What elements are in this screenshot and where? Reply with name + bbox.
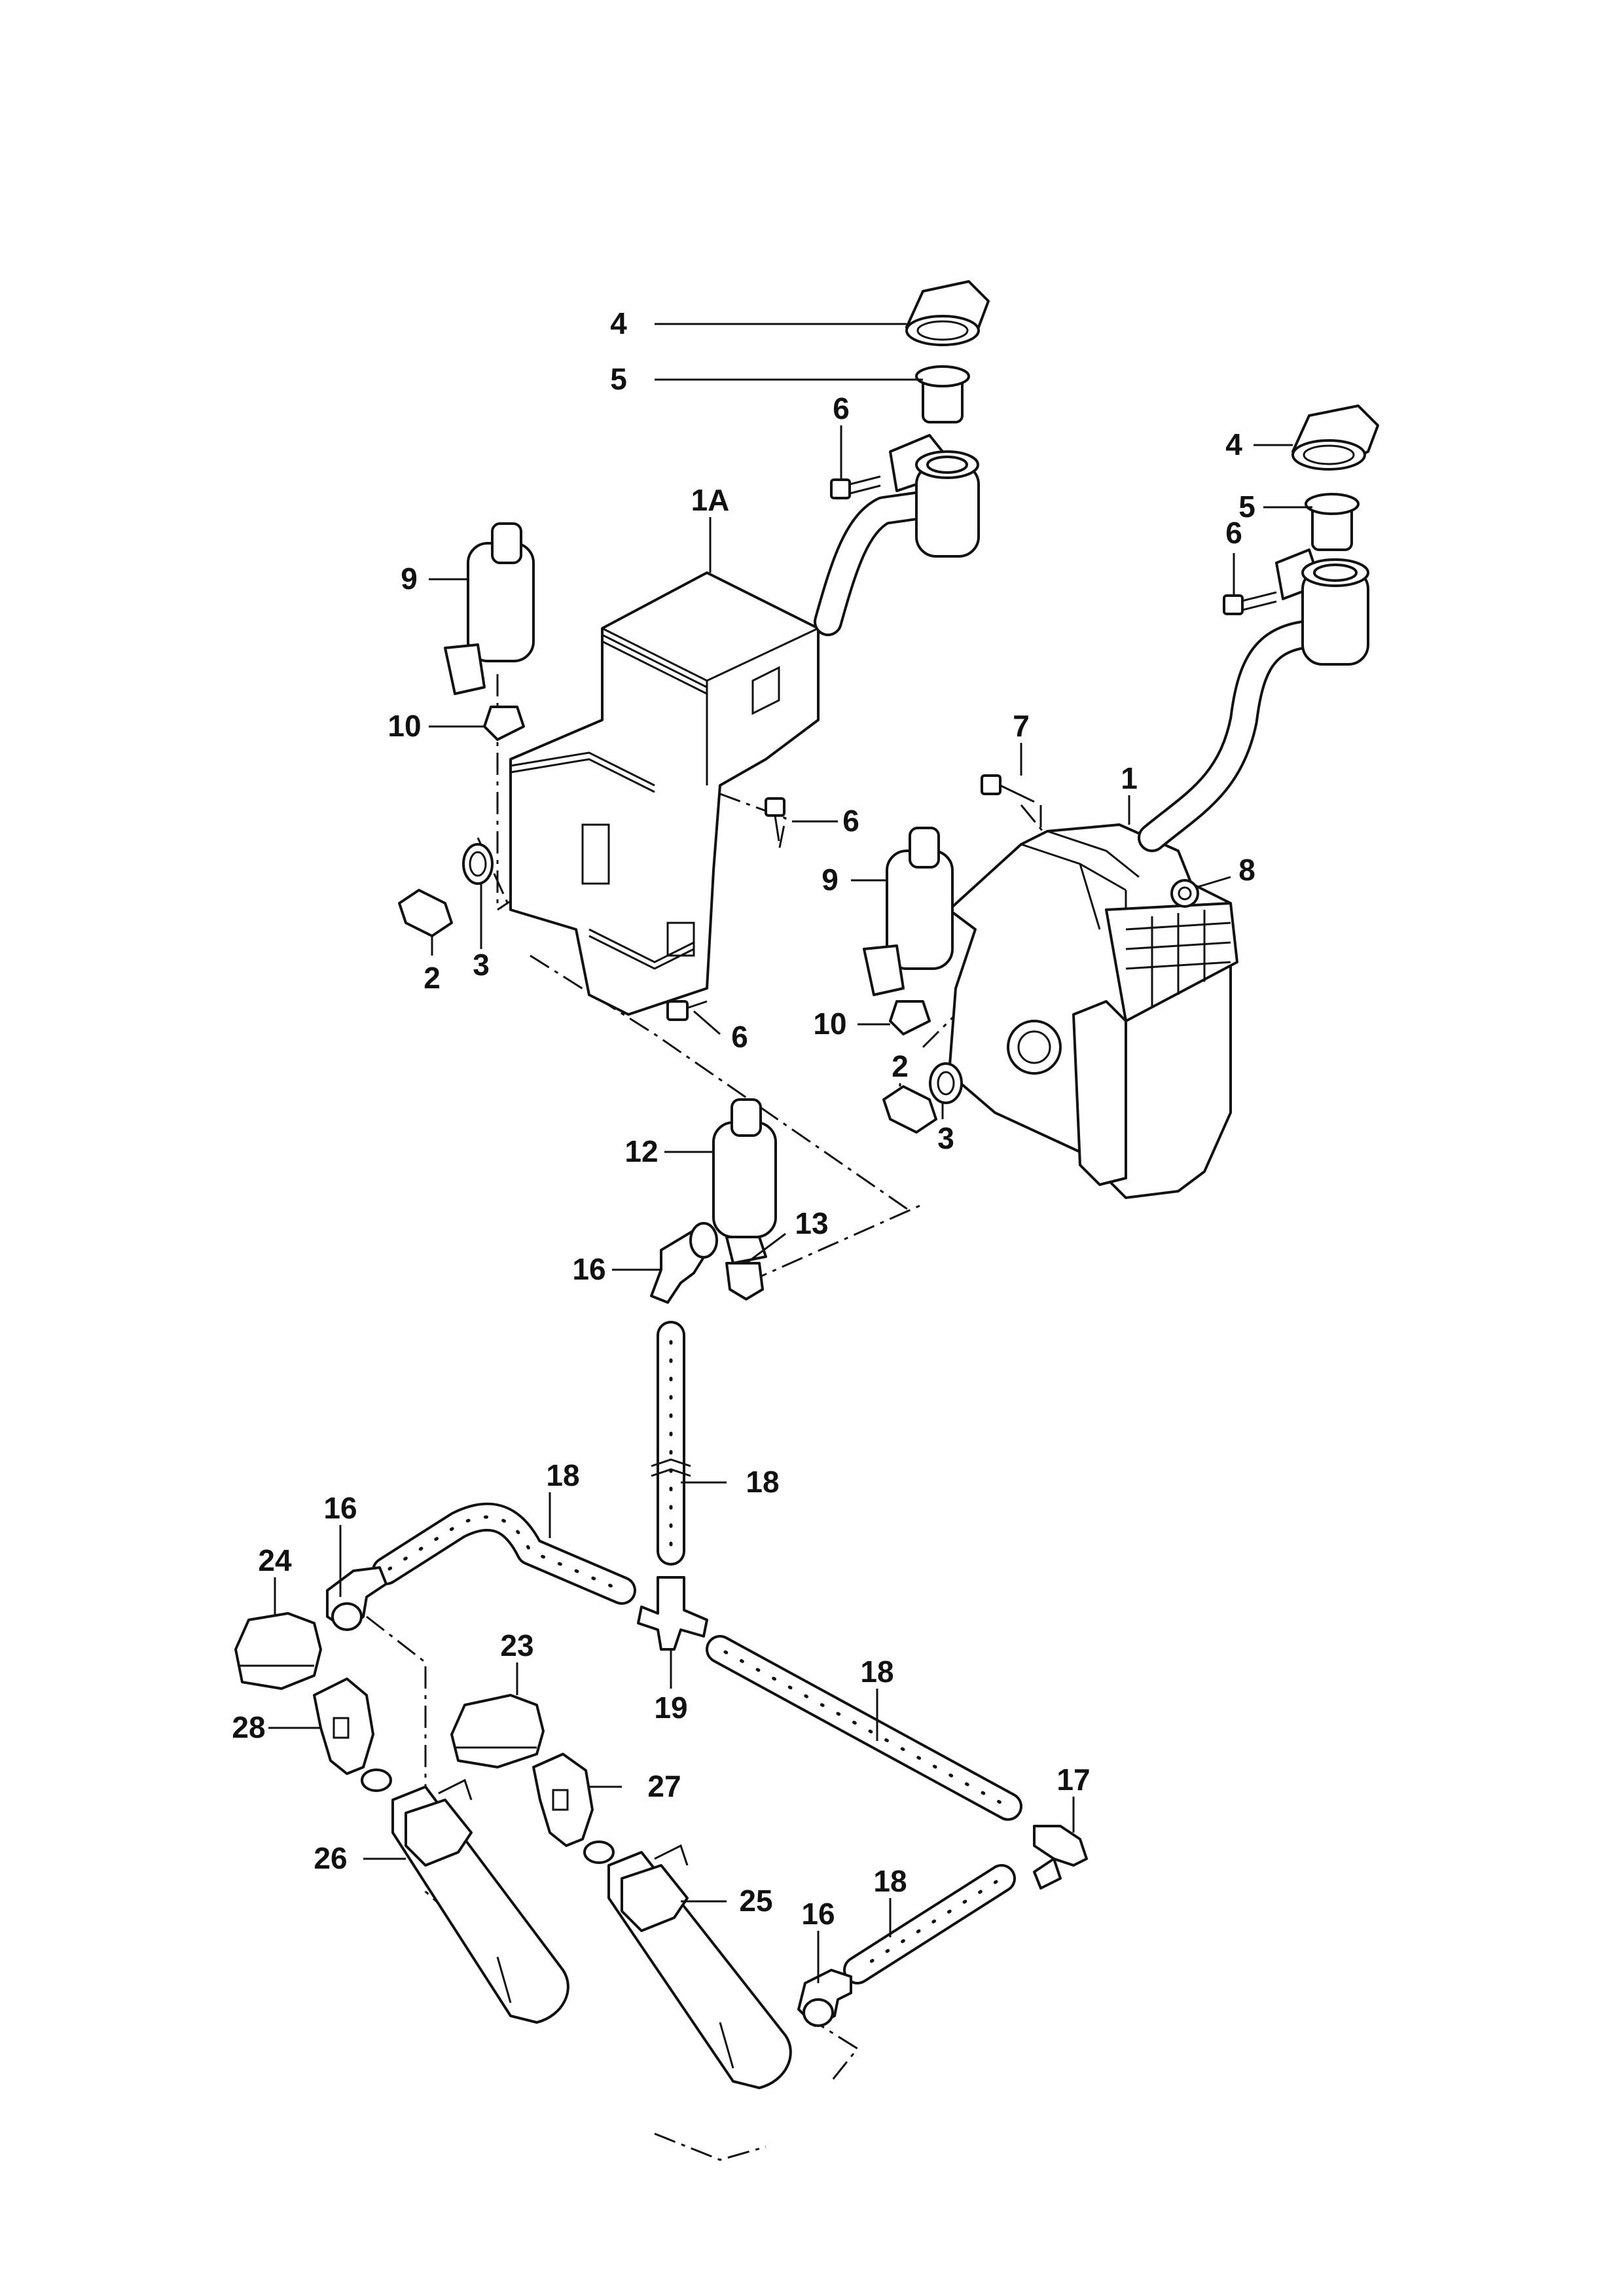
callout-3: 3 bbox=[473, 948, 490, 982]
bolt-icon bbox=[830, 475, 881, 499]
cover-cap-24 bbox=[234, 1612, 322, 1690]
seal-set-b bbox=[882, 1062, 963, 1134]
callout-16: 16 bbox=[572, 1252, 605, 1286]
callout-12: 12 bbox=[624, 1134, 658, 1168]
grommet-13 bbox=[725, 1262, 764, 1300]
nut-8 bbox=[1170, 879, 1199, 908]
bolt-7 bbox=[981, 774, 1035, 803]
washer-reservoir-1 bbox=[948, 548, 1369, 1199]
callout-4: 4 bbox=[1225, 427, 1242, 461]
elbow-16c bbox=[797, 1969, 852, 2027]
callout-18: 18 bbox=[873, 1864, 907, 1898]
callout-13: 13 bbox=[795, 1206, 828, 1240]
washer-pump-9a bbox=[444, 522, 535, 741]
hose-18-upper-left bbox=[372, 1502, 636, 1605]
callout-4: 4 bbox=[610, 306, 627, 340]
jet-27 bbox=[532, 1753, 615, 1864]
hose-18-lower-right bbox=[843, 1864, 1016, 1984]
telescopic-nozzle-26 bbox=[391, 1778, 569, 2024]
callout-7: 7 bbox=[1013, 709, 1030, 743]
cover-cap-23 bbox=[450, 1694, 545, 1768]
bolt-6b bbox=[765, 797, 785, 842]
elbow-17 bbox=[1033, 1825, 1088, 1890]
callout-24: 24 bbox=[258, 1543, 292, 1577]
callout-26: 26 bbox=[314, 1841, 347, 1875]
callout-5: 5 bbox=[610, 362, 627, 396]
seal-set-a bbox=[398, 843, 494, 937]
callout-18: 18 bbox=[746, 1465, 779, 1499]
callout-3: 3 bbox=[937, 1121, 954, 1155]
telescopic-nozzle-25 bbox=[607, 1844, 792, 2089]
jet-28 bbox=[313, 1677, 392, 1792]
hose-18-long-right bbox=[706, 1635, 1022, 1821]
filler-cap-set-a bbox=[830, 280, 990, 499]
callout-6: 6 bbox=[842, 804, 859, 838]
callout-23: 23 bbox=[500, 1628, 533, 1662]
callout-25: 25 bbox=[739, 1884, 772, 1918]
callout-16: 16 bbox=[801, 1897, 835, 1931]
callout-5: 5 bbox=[1238, 490, 1255, 524]
callout-labels: 4 5 6 1A 9 10 6 2 3 6 4 5 6 7 1 8 9 10 2… bbox=[232, 306, 1255, 1931]
washer-reservoir-1a bbox=[509, 434, 980, 1016]
pump-12 bbox=[712, 1098, 777, 1265]
bolt-icon bbox=[1223, 591, 1277, 615]
callout-1a: 1A bbox=[691, 483, 730, 517]
callout-9: 9 bbox=[821, 863, 839, 897]
filler-cap-set-b bbox=[1223, 404, 1379, 615]
callout-6: 6 bbox=[833, 391, 850, 425]
leader-lines bbox=[268, 323, 1312, 1983]
hose-18-vertical bbox=[651, 1321, 691, 1566]
elbow-16b bbox=[326, 1566, 388, 1631]
callout-10: 10 bbox=[813, 1007, 846, 1041]
callout-9: 9 bbox=[401, 562, 418, 596]
washer-pump-9b bbox=[863, 827, 954, 1035]
callout-6: 6 bbox=[1225, 516, 1242, 550]
callout-16: 16 bbox=[323, 1491, 357, 1525]
callout-17: 17 bbox=[1056, 1763, 1090, 1797]
callout-2: 2 bbox=[892, 1049, 909, 1083]
callout-18: 18 bbox=[546, 1458, 579, 1492]
callout-6: 6 bbox=[731, 1020, 748, 1054]
callout-18: 18 bbox=[860, 1655, 893, 1689]
callout-27: 27 bbox=[647, 1769, 681, 1803]
callout-1: 1 bbox=[1121, 761, 1138, 795]
callout-8: 8 bbox=[1238, 853, 1255, 887]
elbow-16a bbox=[650, 1222, 718, 1304]
callout-10: 10 bbox=[388, 709, 421, 743]
t-connector-19 bbox=[637, 1576, 708, 1651]
callout-28: 28 bbox=[232, 1710, 265, 1744]
callout-19: 19 bbox=[654, 1691, 687, 1725]
bolt-6c bbox=[666, 1000, 708, 1021]
callout-2: 2 bbox=[424, 961, 441, 995]
